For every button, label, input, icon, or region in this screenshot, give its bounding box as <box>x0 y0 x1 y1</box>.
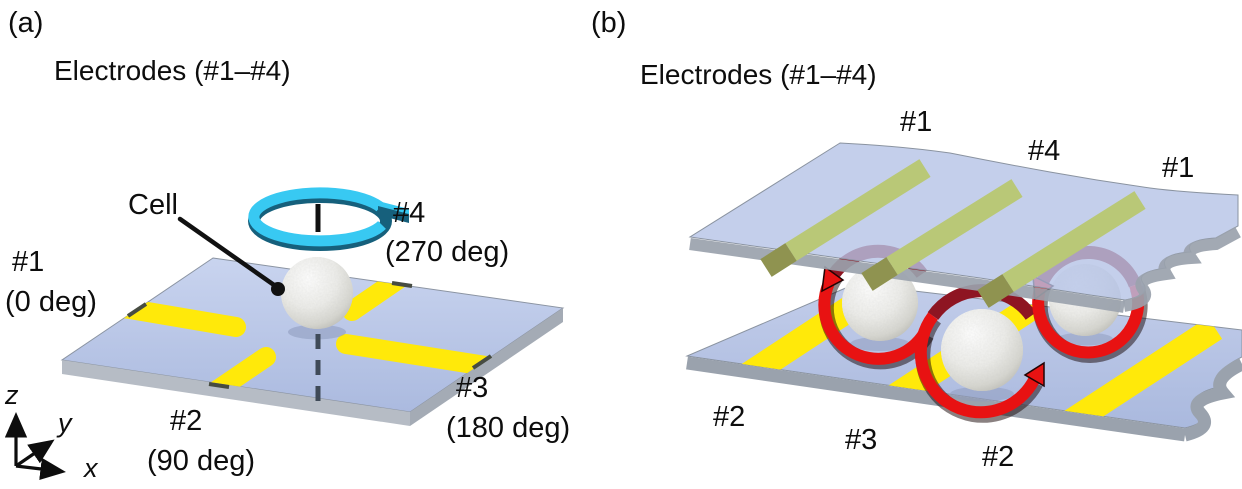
y-axis-label: y <box>56 408 73 438</box>
panel-a: z y x (a) Electrodes (#1–#4) Cell #1 (0 … <box>4 7 570 483</box>
z-axis-label: z <box>4 380 19 410</box>
cell-1-shadow <box>850 337 910 351</box>
top-plate-front-edge-face <box>689 238 1125 313</box>
cell-2-shadow <box>950 386 1014 402</box>
panel-b-tag: (b) <box>591 7 626 39</box>
bottom-plate-wavy-edge-face <box>1183 358 1242 442</box>
panel-b-title: Electrodes (#1–#4) <box>640 59 877 90</box>
rotation-arrow-cyan <box>248 187 386 247</box>
panel-a-tag: (a) <box>8 7 43 39</box>
cell-sphere <box>281 257 353 329</box>
rotation-arrow-red-1 <box>818 270 931 365</box>
top-plate-wavy-edge-face <box>1122 226 1241 312</box>
cell-sphere-1 <box>842 265 918 341</box>
top-electrode-label-1: #1 <box>900 106 932 138</box>
electrode-1-edge-cut <box>126 302 148 318</box>
cell-3-shadow <box>1057 332 1113 346</box>
x-axis-label: x <box>82 453 99 483</box>
red-arrowhead-2 <box>1023 361 1045 388</box>
axis-indicator: z y x <box>4 380 99 483</box>
rotation-arrow-red-3 <box>1032 278 1145 359</box>
bottom-electrode-label-3: #3 <box>845 424 877 456</box>
x-axis-arrow <box>15 457 66 481</box>
electrode-4-edge-cut <box>391 281 413 288</box>
electrode-1-angle: (0 deg) <box>5 286 97 318</box>
cyan-arrowhead-icon <box>378 201 409 214</box>
y-axis-arrow <box>15 439 55 468</box>
cell-sphere-2 <box>941 309 1023 391</box>
electrode-2-angle: (90 deg) <box>147 445 255 477</box>
electrode-2-label: #2 <box>170 405 202 437</box>
electrode-3-angle: (180 deg) <box>446 412 570 444</box>
electrode-4-label: #4 <box>393 197 425 229</box>
panel-a-title: Electrodes (#1–#4) <box>54 55 291 86</box>
rotation-arrow-red-2 <box>914 312 1040 419</box>
cell-label: Cell <box>128 189 178 221</box>
electrode-1-label: #1 <box>12 246 44 278</box>
electrode-3-edge-cut <box>471 354 493 370</box>
cell-sphere-group <box>281 257 353 329</box>
substrate-right-side-face <box>410 308 563 426</box>
panel-b: (b) Electrodes (#1–#4) #1 #4 #1 #2 #3 #2 <box>591 7 1242 473</box>
electrode-3-label: #3 <box>456 372 488 404</box>
top-electrode-1b-overhang <box>977 274 1014 308</box>
top-electrode-label-1b: #1 <box>1162 152 1194 184</box>
substrate-left-side-face <box>62 360 410 426</box>
red-arrowhead-1 <box>821 265 845 293</box>
top-electrode-1-stripe <box>785 159 931 261</box>
electrode-4-angle: (270 deg) <box>385 236 509 268</box>
bottom-electrode-label-2b: #2 <box>982 441 1014 473</box>
bottom-electrode-2b-stripe <box>1060 317 1223 428</box>
electrode-2-edge-cut <box>208 382 230 389</box>
cell-shadow <box>288 324 346 340</box>
bottom-electrode-label-2: #2 <box>713 401 745 433</box>
top-electrode-1-overhang <box>760 243 797 277</box>
cell-leader-dot <box>271 282 285 296</box>
top-electrode-1b-stripe <box>1002 191 1146 292</box>
top-electrode-label-4: #4 <box>1028 135 1060 167</box>
top-electrode-4-overhang <box>861 257 898 291</box>
top-electrode-4-stripe <box>886 179 1023 275</box>
cell-leader-line <box>177 216 277 288</box>
